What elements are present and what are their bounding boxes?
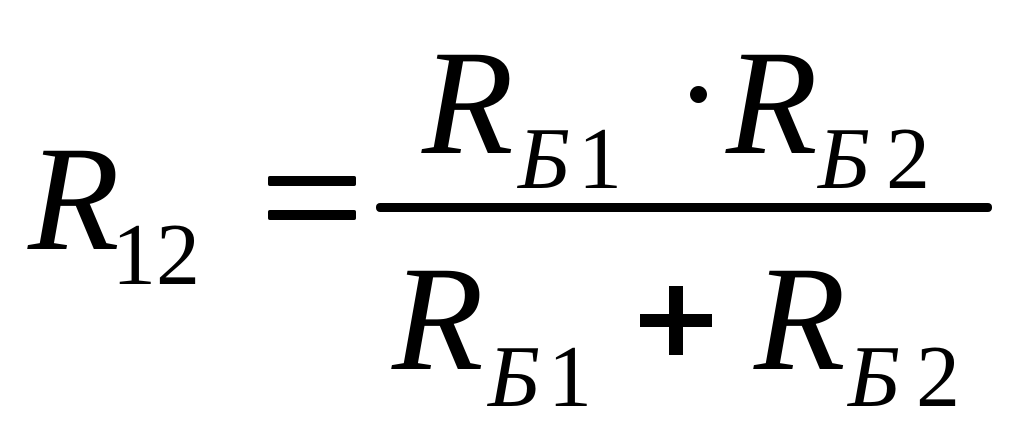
numerator-second-subscript-letter: Б xyxy=(818,111,870,208)
denominator-first-subscript-digit: 1 xyxy=(548,329,592,426)
plus-sign-vertical xyxy=(669,286,683,355)
lhs-symbol: R xyxy=(28,116,120,282)
numerator-first-symbol: R xyxy=(422,20,514,186)
denominator-second-subscript-digit: 2 xyxy=(916,329,960,426)
denominator-first-subscript-letter: Б xyxy=(488,329,540,426)
multiply-dot xyxy=(690,86,707,103)
denominator-first-symbol: R xyxy=(392,236,484,402)
lhs-subscript: 12 xyxy=(112,207,200,304)
equals-sign-top-bar xyxy=(268,176,356,186)
numerator-first-subscript-digit: 1 xyxy=(578,111,622,208)
numerator-second-subscript-digit: 2 xyxy=(886,111,930,208)
numerator-second-symbol: R xyxy=(726,20,818,186)
numerator-first-subscript-letter: Б xyxy=(518,111,570,208)
denominator-second-subscript-letter: Б xyxy=(848,329,900,426)
equals-sign-bottom-bar xyxy=(268,210,356,220)
fraction-bar xyxy=(376,203,992,212)
denominator-second-symbol: R xyxy=(754,236,846,402)
